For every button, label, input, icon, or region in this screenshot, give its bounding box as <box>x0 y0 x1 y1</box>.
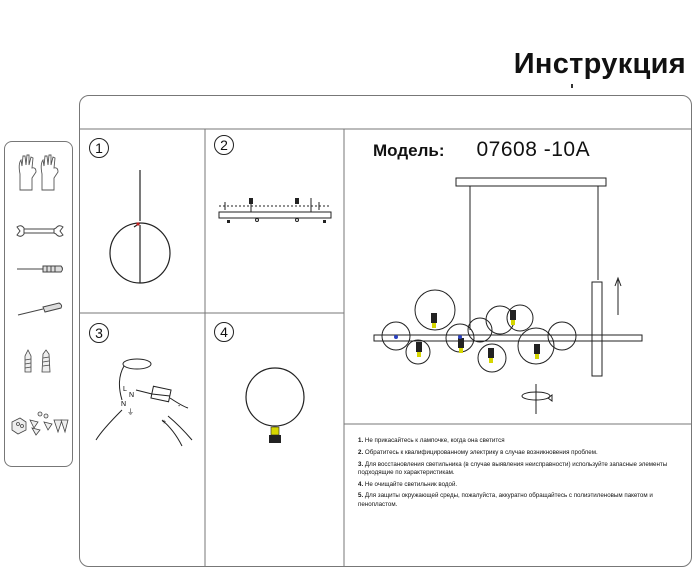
step-1-number: 1 <box>89 138 109 158</box>
note-item: 4. Не очищайте светильник водой. <box>358 480 458 488</box>
model-label: Модель: <box>373 141 445 160</box>
wrench-icon <box>5 224 74 238</box>
step-1-illustration <box>109 170 171 284</box>
step-2-number: 2 <box>214 135 234 155</box>
wire-label-minus: - <box>178 403 181 410</box>
model-row: Модель: 07608 -10A <box>373 138 590 162</box>
wire-label-n1: N <box>129 392 134 399</box>
note-item: 3. Для восстановления светильника (в слу… <box>358 460 668 476</box>
safety-notes: 1. Не прикасайтесь к лампочке, когда она… <box>358 437 688 512</box>
model-number: 07608 -10A <box>476 138 591 161</box>
flat-screwdriver-icon <box>5 302 74 318</box>
wire-label-ground: ⏚ <box>127 408 134 416</box>
step-4-illustration <box>245 367 305 443</box>
wire-label-l: L <box>123 386 127 393</box>
page-title: Инструкция <box>513 48 686 80</box>
screwdriver-icon <box>5 264 74 274</box>
step-3-number: 3 <box>89 323 109 343</box>
step-2-illustration <box>218 198 332 223</box>
screws-icon <box>5 348 74 374</box>
title-tick <box>571 84 573 88</box>
note-item: 2. Обратитесь к квалифицированному элект… <box>358 448 598 456</box>
gloves-icon <box>5 152 74 192</box>
note-item: 5. Для защиты окружающей среды, пожалуйс… <box>358 492 653 508</box>
tools-panel <box>4 141 73 467</box>
note-item: 1. Не прикасайтесь к лампочке, когда она… <box>358 437 505 444</box>
instruction-frame <box>79 95 692 567</box>
terminal-connectors-icon <box>5 410 74 436</box>
chandelier-illustration <box>373 177 643 414</box>
wire-label-n2: N <box>121 401 126 408</box>
wire-label-plus: + <box>162 419 166 426</box>
step-3-illustration: L N N ⏚ + - <box>95 358 193 447</box>
step-4-number: 4 <box>214 322 234 342</box>
